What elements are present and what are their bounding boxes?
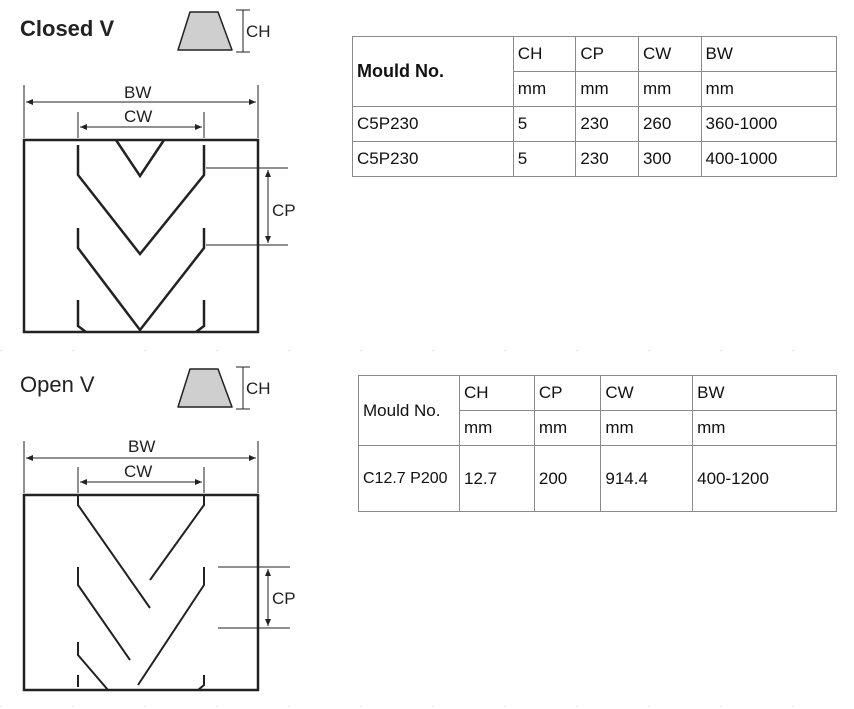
table-header-row: Mould No. CH CP CW BW: [358, 375, 837, 446]
table-cell: 12.7: [459, 445, 535, 512]
table-units-row: mm mm mm mm: [353, 71, 838, 107]
closed-cleat-profile-icon: [177, 11, 233, 51]
col-header-bw: BW: [692, 375, 837, 411]
open-v-diagram: CH BW CW CP: [22, 366, 296, 692]
mould-no-header: Mould No.: [352, 36, 514, 107]
unit-cell: mm: [533, 410, 602, 446]
table-cell: 230: [575, 106, 639, 142]
closed-bw-label: BW: [124, 83, 151, 102]
mould-no-header: Mould No.: [358, 375, 460, 446]
unit-cell: mm: [692, 410, 837, 446]
table-cell: 260: [637, 106, 702, 142]
table-cell: C5P230: [352, 141, 514, 177]
table-cell: 230: [575, 141, 639, 177]
table-header-row: Mould No. CH CP CW BW: [352, 36, 838, 107]
col-header-bw: BW: [700, 36, 838, 72]
table-cell: 5: [512, 106, 577, 142]
bottom-divider: [0, 706, 854, 707]
open-cp-label: CP: [272, 589, 296, 608]
open-ch-label: CH: [246, 379, 271, 398]
open-v-title: Open V: [20, 372, 95, 397]
closed-ch-label: CH: [246, 22, 271, 41]
closed-v-title: Closed V: [20, 16, 115, 41]
table-cell: C5P230: [352, 106, 514, 142]
closed-v-spec-table: Mould No. CH CP CW BW mm mm mm mm C5P230…: [352, 36, 838, 177]
table-cell: 914.4: [600, 445, 694, 512]
closed-v-diagram: CH BW CW CP: [22, 9, 296, 334]
open-belt-outline: [22, 493, 260, 692]
table-cell: 200: [533, 445, 602, 512]
unit-cell: mm: [512, 71, 577, 107]
col-header-cw: CW: [600, 375, 694, 411]
table-cell: 400-1000: [700, 141, 838, 177]
closed-cw-label: CW: [124, 107, 152, 126]
open-cw-label: CW: [124, 462, 152, 481]
table-row: C5P230 5 230 300 400-1000: [352, 141, 838, 177]
unit-cell: mm: [459, 410, 535, 446]
table-cell: 400-1200: [692, 445, 837, 512]
closed-cp-label: CP: [272, 201, 296, 220]
unit-cell: mm: [575, 71, 639, 107]
col-header-cp: CP: [533, 375, 602, 411]
unit-cell: mm: [700, 71, 838, 107]
col-header-cw: CW: [637, 36, 702, 72]
col-header-cp: CP: [575, 36, 639, 72]
open-cleat-profile-icon: [177, 368, 233, 408]
table-cell: 360-1000: [700, 106, 838, 142]
section-divider: [0, 350, 854, 351]
col-header-ch: CH: [459, 375, 535, 411]
table-row: C5P230 5 230 260 360-1000: [352, 106, 838, 142]
open-bw-label: BW: [128, 437, 155, 456]
table-units-row: mm mm mm mm: [359, 410, 837, 446]
table-cell: 300: [637, 141, 702, 177]
closed-belt-outline: [22, 138, 260, 334]
open-v-spec-table: Mould No. CH CP CW BW mm mm mm mm C12.7 …: [358, 375, 837, 512]
unit-cell: mm: [637, 71, 702, 107]
table-row: C12.7 P200 12.7 200 914.4 400-1200: [358, 445, 837, 512]
col-header-ch: CH: [512, 36, 577, 72]
table-cell: 5: [512, 141, 577, 177]
table-cell: C12.7 P200: [358, 445, 460, 512]
unit-cell: mm: [600, 410, 694, 446]
